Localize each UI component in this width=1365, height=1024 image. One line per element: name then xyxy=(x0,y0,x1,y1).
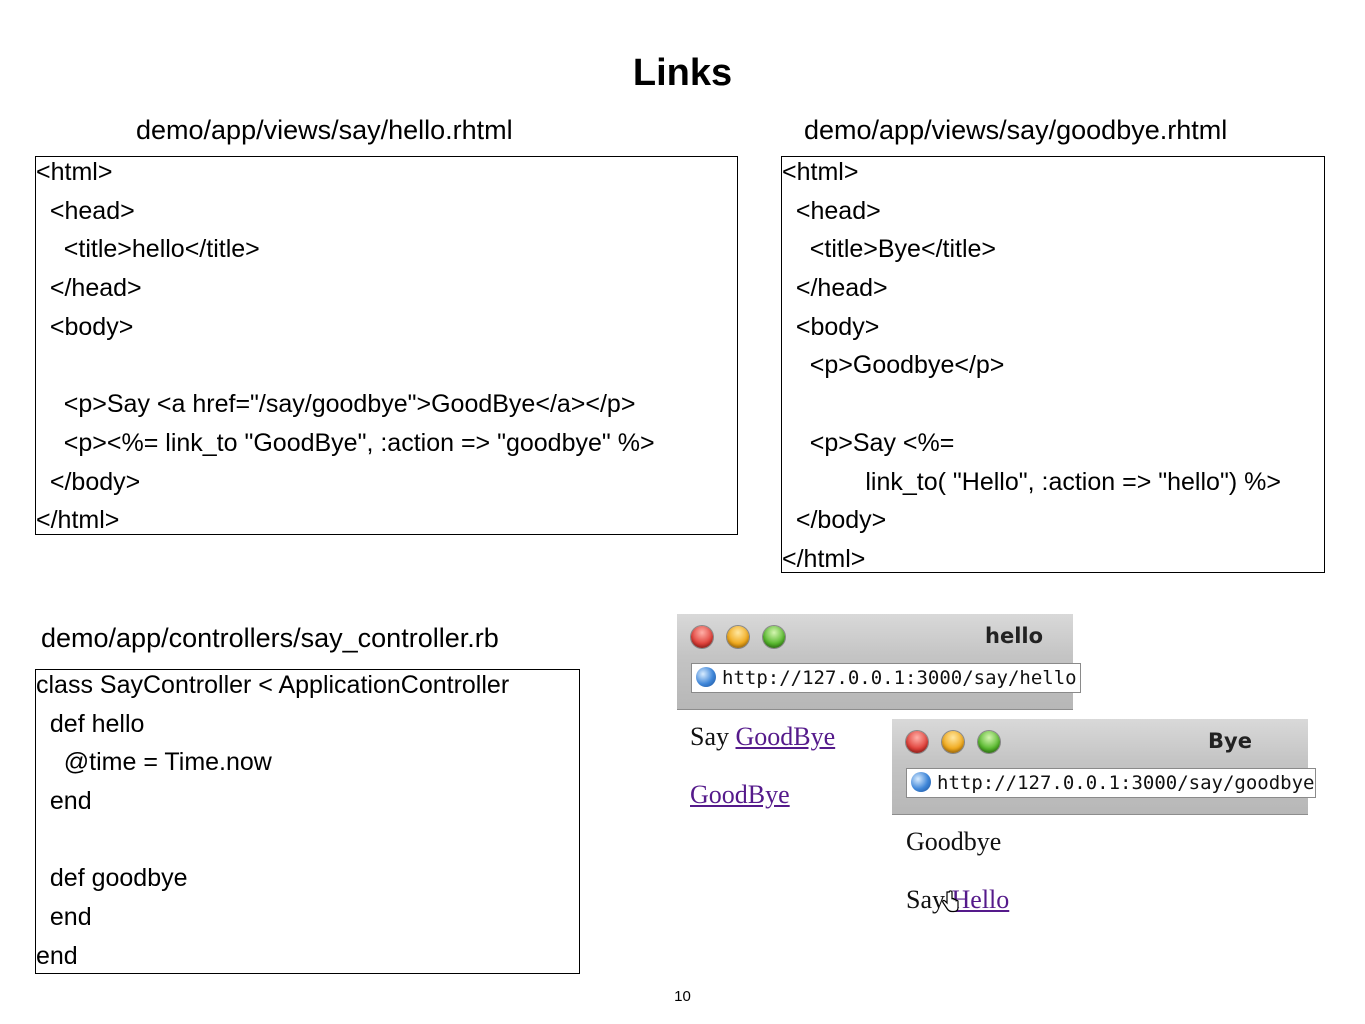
hello-page-line-1: Say GoodBye xyxy=(690,722,835,752)
close-button-icon[interactable] xyxy=(691,626,713,648)
hello-page-line-2: GoodBye xyxy=(690,780,790,810)
code-line: def goodbye xyxy=(36,864,188,893)
goodbye-link-2[interactable]: GoodBye xyxy=(690,780,790,809)
code-line: <p>Say <a href="/say/goodbye">GoodBye</a… xyxy=(36,390,636,419)
code-line: end xyxy=(36,941,78,970)
browser-window-hello: hello http://127.0.0.1:3000/say/hello xyxy=(677,614,1081,710)
code-line xyxy=(782,389,1324,428)
window-title: Bye xyxy=(1208,729,1252,753)
code-line: def hello xyxy=(36,709,145,738)
browser-window-bye: Bye http://127.0.0.1:3000/say/goodbye xyxy=(892,719,1316,815)
globe-icon xyxy=(696,667,716,687)
say-text: Say xyxy=(906,885,945,914)
code-line: end xyxy=(36,903,92,932)
slide-title: Links xyxy=(632,52,733,94)
window-title: hello xyxy=(985,624,1044,648)
goodbye-view-caption: demo/app/views/say/goodbye.rhtml xyxy=(804,115,1228,145)
code-line: </html> xyxy=(36,506,120,535)
say-text: Say xyxy=(690,722,729,751)
code-line xyxy=(36,350,737,389)
code-line: <head> xyxy=(782,196,881,225)
zoom-button-icon[interactable] xyxy=(763,626,785,648)
minimize-button-icon[interactable] xyxy=(942,731,964,753)
code-line: <body> xyxy=(782,312,880,341)
goodbye-link-1[interactable]: GoodBye xyxy=(735,722,836,751)
code-line: <html> xyxy=(782,158,859,186)
bye-page-line-2: Say Hello xyxy=(906,885,1009,915)
address-url: http://127.0.0.1:3000/say/goodbye xyxy=(937,772,1315,794)
address-bar[interactable]: http://127.0.0.1:3000/say/goodbye xyxy=(906,768,1316,798)
code-line: </head> xyxy=(36,274,142,303)
code-line: class SayController < ApplicationControl… xyxy=(36,671,510,699)
zoom-button-icon[interactable] xyxy=(978,731,1000,753)
close-button-icon[interactable] xyxy=(906,731,928,753)
controller-caption: demo/app/controllers/say_controller.rb xyxy=(41,623,499,653)
hello-link[interactable]: Hello xyxy=(951,885,1010,914)
bye-page-heading: Goodbye xyxy=(906,827,1002,856)
hello-view-code: <html> <head> <title>hello</title> </hea… xyxy=(35,156,738,535)
address-url: http://127.0.0.1:3000/say/hello xyxy=(722,667,1077,689)
address-bar[interactable]: http://127.0.0.1:3000/say/hello xyxy=(691,663,1081,693)
hello-view-caption: demo/app/views/say/hello.rhtml xyxy=(136,115,513,145)
code-line: <head> xyxy=(36,196,135,225)
code-line: <p>Goodbye</p> xyxy=(782,351,1005,380)
code-line: </html> xyxy=(782,544,866,573)
code-line: </head> xyxy=(782,274,888,303)
code-line: <html> xyxy=(36,158,113,186)
code-line: @time = Time.now xyxy=(36,748,272,777)
code-line: <body> xyxy=(36,312,134,341)
minimize-button-icon[interactable] xyxy=(727,626,749,648)
controller-code: class SayController < ApplicationControl… xyxy=(35,669,580,974)
code-line xyxy=(36,825,579,864)
code-line: </body> xyxy=(782,506,887,535)
code-line: <p>Say <%= xyxy=(782,428,955,457)
page-number: 10 xyxy=(674,988,691,1005)
code-line: <p><%= link_to "GoodBye", :action => "go… xyxy=(36,428,655,457)
globe-icon xyxy=(911,772,931,792)
code-line: </body> xyxy=(36,467,141,496)
code-line: link_to( "Hello", :action => "hello") %> xyxy=(782,467,1281,496)
code-line: <title>hello</title> xyxy=(36,235,260,264)
code-line: <title>Bye</title> xyxy=(782,235,997,264)
hand-pointer-icon xyxy=(941,890,959,914)
code-line: end xyxy=(36,787,92,816)
goodbye-view-code: <html> <head> <title>Bye</title> </head>… xyxy=(781,156,1325,573)
